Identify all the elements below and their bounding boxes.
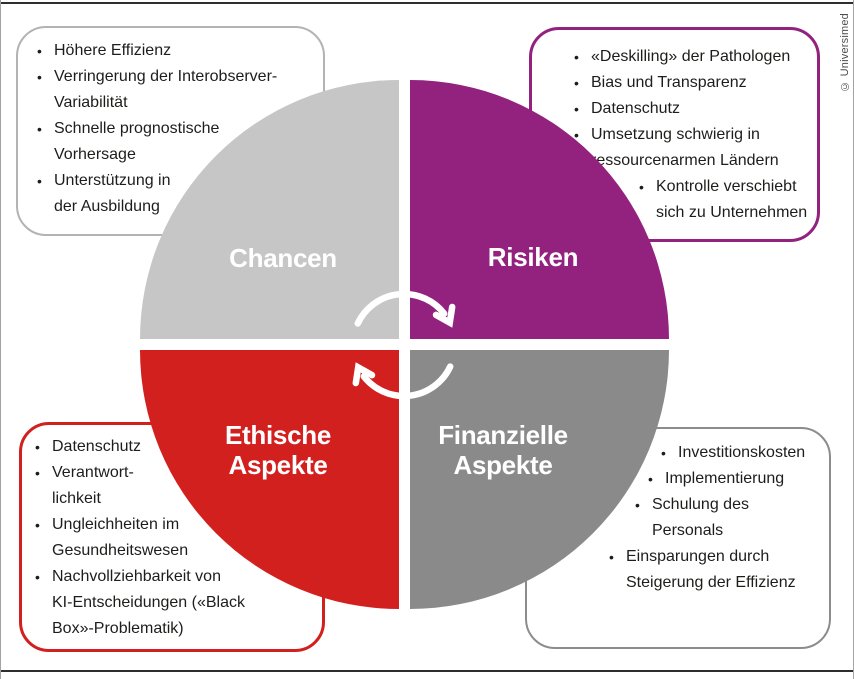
label-line: Aspekte [453, 450, 553, 480]
bullet-icon: • [574, 75, 579, 91]
quadrant-label-chancen: Chancen [229, 243, 337, 273]
frame-edge-left [0, 0, 1, 679]
label-line: Ethische [225, 420, 331, 450]
bullet-icon: • [35, 465, 40, 481]
quadrant-label-risiken: Risiken [487, 242, 579, 272]
label-line: Aspekte [228, 450, 328, 480]
list-item: • Datenschutz [574, 96, 813, 122]
frame-rule-top [0, 2, 854, 4]
list-item-text: Datenschutz [591, 100, 680, 117]
finanzielle-aspekte-list: • Investitionskosten • Implementierung • Schu… [527, 429, 829, 596]
bullet-icon: • [35, 439, 40, 455]
cycle-arc-bottom [360, 363, 454, 400]
list-item-text: Verantwort-lichkeit [52, 464, 134, 507]
list-item-text: Höhere Effizienz [54, 42, 172, 59]
bullet-icon: • [648, 471, 653, 487]
bullet-icon: • [37, 43, 42, 59]
label-line: Finanzielle [438, 420, 568, 450]
cycle-arrowhead-right [432, 303, 456, 328]
bullet-icon: • [661, 445, 666, 461]
list-item: • Höhere Effizienz [37, 38, 317, 64]
bullet-icon: • [574, 127, 579, 143]
list-item: • Bias und Transparenz [574, 70, 813, 96]
list-item-text: Implementierung [665, 470, 785, 487]
cycle-arc-top [354, 290, 448, 327]
list-item: • Datenschutz [35, 434, 316, 460]
quadrant-label-ethische-aspekte: Ethische Aspekte [225, 420, 331, 480]
list-item-text: «Deskilling» der Pathologen [591, 48, 791, 65]
ethische-aspekte-list: • Datenschutz • Verantwort-lichkeit • Ungleic… [22, 425, 322, 642]
bullet-icon: • [37, 121, 42, 137]
list-item-text: Investitionskosten [678, 444, 806, 461]
bullet-icon: • [574, 49, 579, 65]
cycle-arrowhead-left [352, 362, 376, 387]
quadrant-label-finanzielle-aspekte: Finanzielle Aspekte [438, 420, 568, 480]
bullet-icon: • [574, 101, 579, 117]
list-item: • «Deskilling» der Pathologen [574, 44, 813, 70]
list-item: • Verantwort-lichkeit [35, 460, 316, 512]
frame-rule-bottom [0, 670, 854, 672]
list-item: • Investitionskosten [661, 440, 825, 466]
list-item: • Verringerung der Interobserver-Variabil… [37, 64, 317, 116]
list-item-text: Datenschutz [52, 438, 141, 455]
copyright-credit: © Universimed [838, 13, 852, 117]
chancen-list: • Höhere Effizienz • Verringerung der Inter… [18, 28, 323, 220]
cycle-arrows-icon [352, 290, 456, 400]
bullet-icon: • [639, 179, 644, 195]
bullet-icon: • [37, 173, 42, 189]
list-item-text: Bias und Transparenz [591, 74, 747, 91]
bullet-icon: • [35, 569, 40, 585]
bullet-icon: • [35, 517, 40, 533]
bullet-icon: • [635, 497, 640, 513]
copyright-credit-text: © Universimed [839, 13, 851, 92]
list-item: • Implementierung [648, 466, 825, 492]
quadrant-circle [140, 80, 669, 609]
bullet-icon: • [37, 69, 42, 85]
bullet-icon: • [609, 549, 614, 565]
risiken-list: • «Deskilling» der Pathologen • Bias und Tr… [532, 30, 817, 226]
list-item-text: Verringerung der Interobserver-Variabili… [54, 68, 278, 111]
